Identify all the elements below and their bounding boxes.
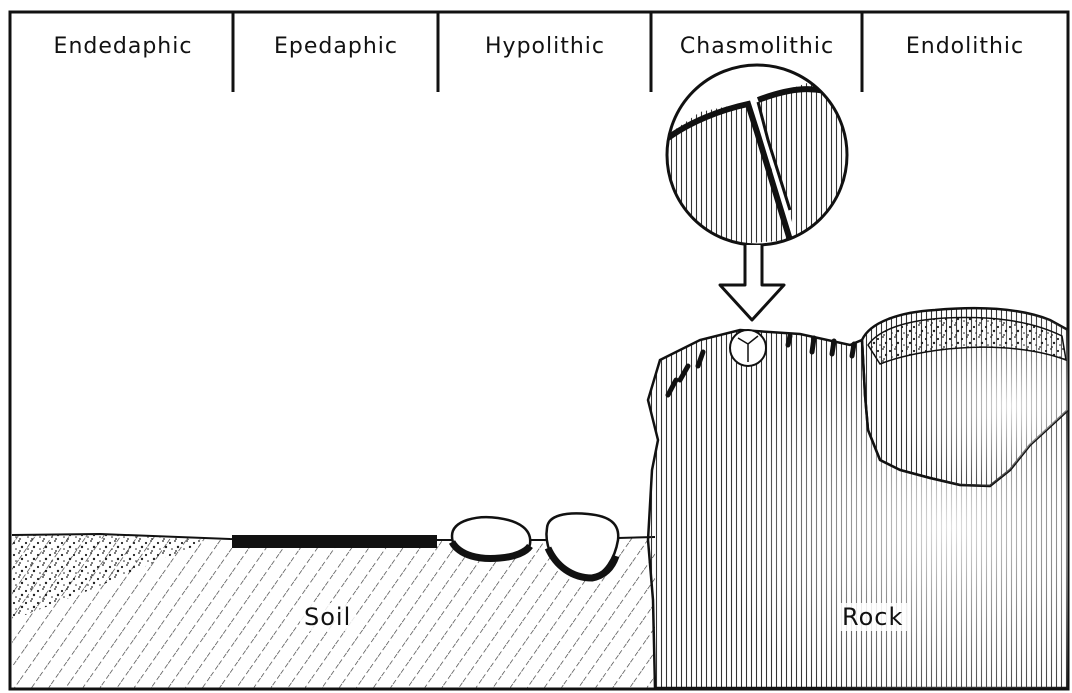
habitat-label-endolithic: Endolithic <box>864 30 1066 64</box>
habitat-label-endedaphic: Endedaphic <box>14 30 232 64</box>
epedaphic-crust <box>232 535 437 548</box>
soil-label: Soil <box>300 603 355 631</box>
habitat-label-chasmolithic: Chasmolithic <box>653 30 861 64</box>
habitat-label-epedaphic: Epedaphic <box>235 30 437 64</box>
rock-label: Rock <box>838 603 907 631</box>
rock-mass <box>648 308 1068 688</box>
habitat-label-hypolithic: Hypolithic <box>440 30 650 64</box>
